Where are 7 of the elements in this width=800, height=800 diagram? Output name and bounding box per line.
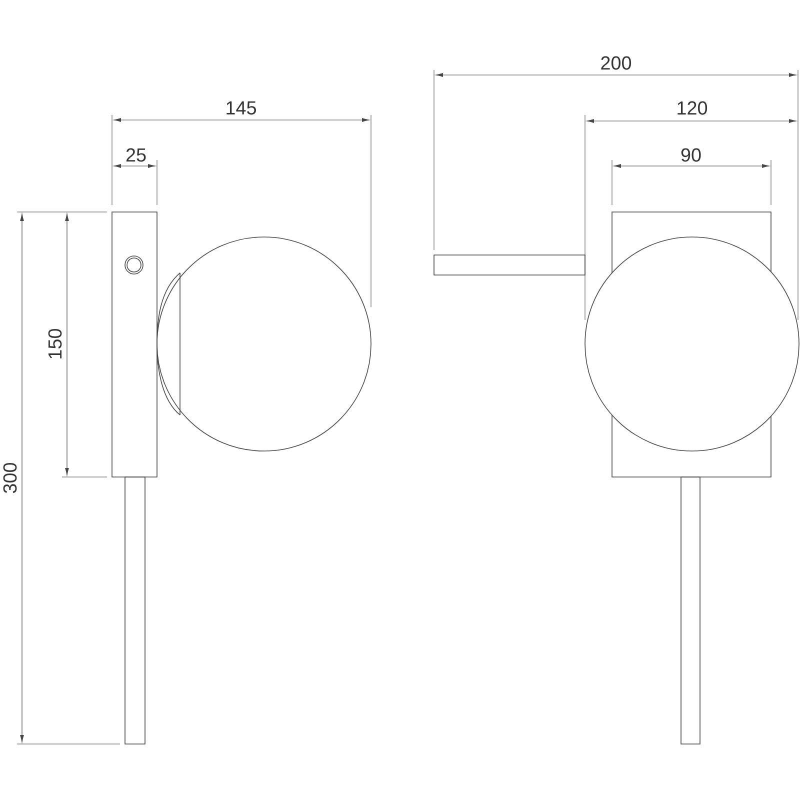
dimension-label: 200 <box>601 56 632 70</box>
dimension-label: 150 <box>48 328 62 358</box>
dimension-label: 90 <box>681 148 701 162</box>
dimension-label: 145 <box>226 101 256 115</box>
dimension-label: 25 <box>126 148 146 162</box>
dimension-label: 120 <box>678 101 708 115</box>
dimension-label: 300 <box>3 462 17 494</box>
